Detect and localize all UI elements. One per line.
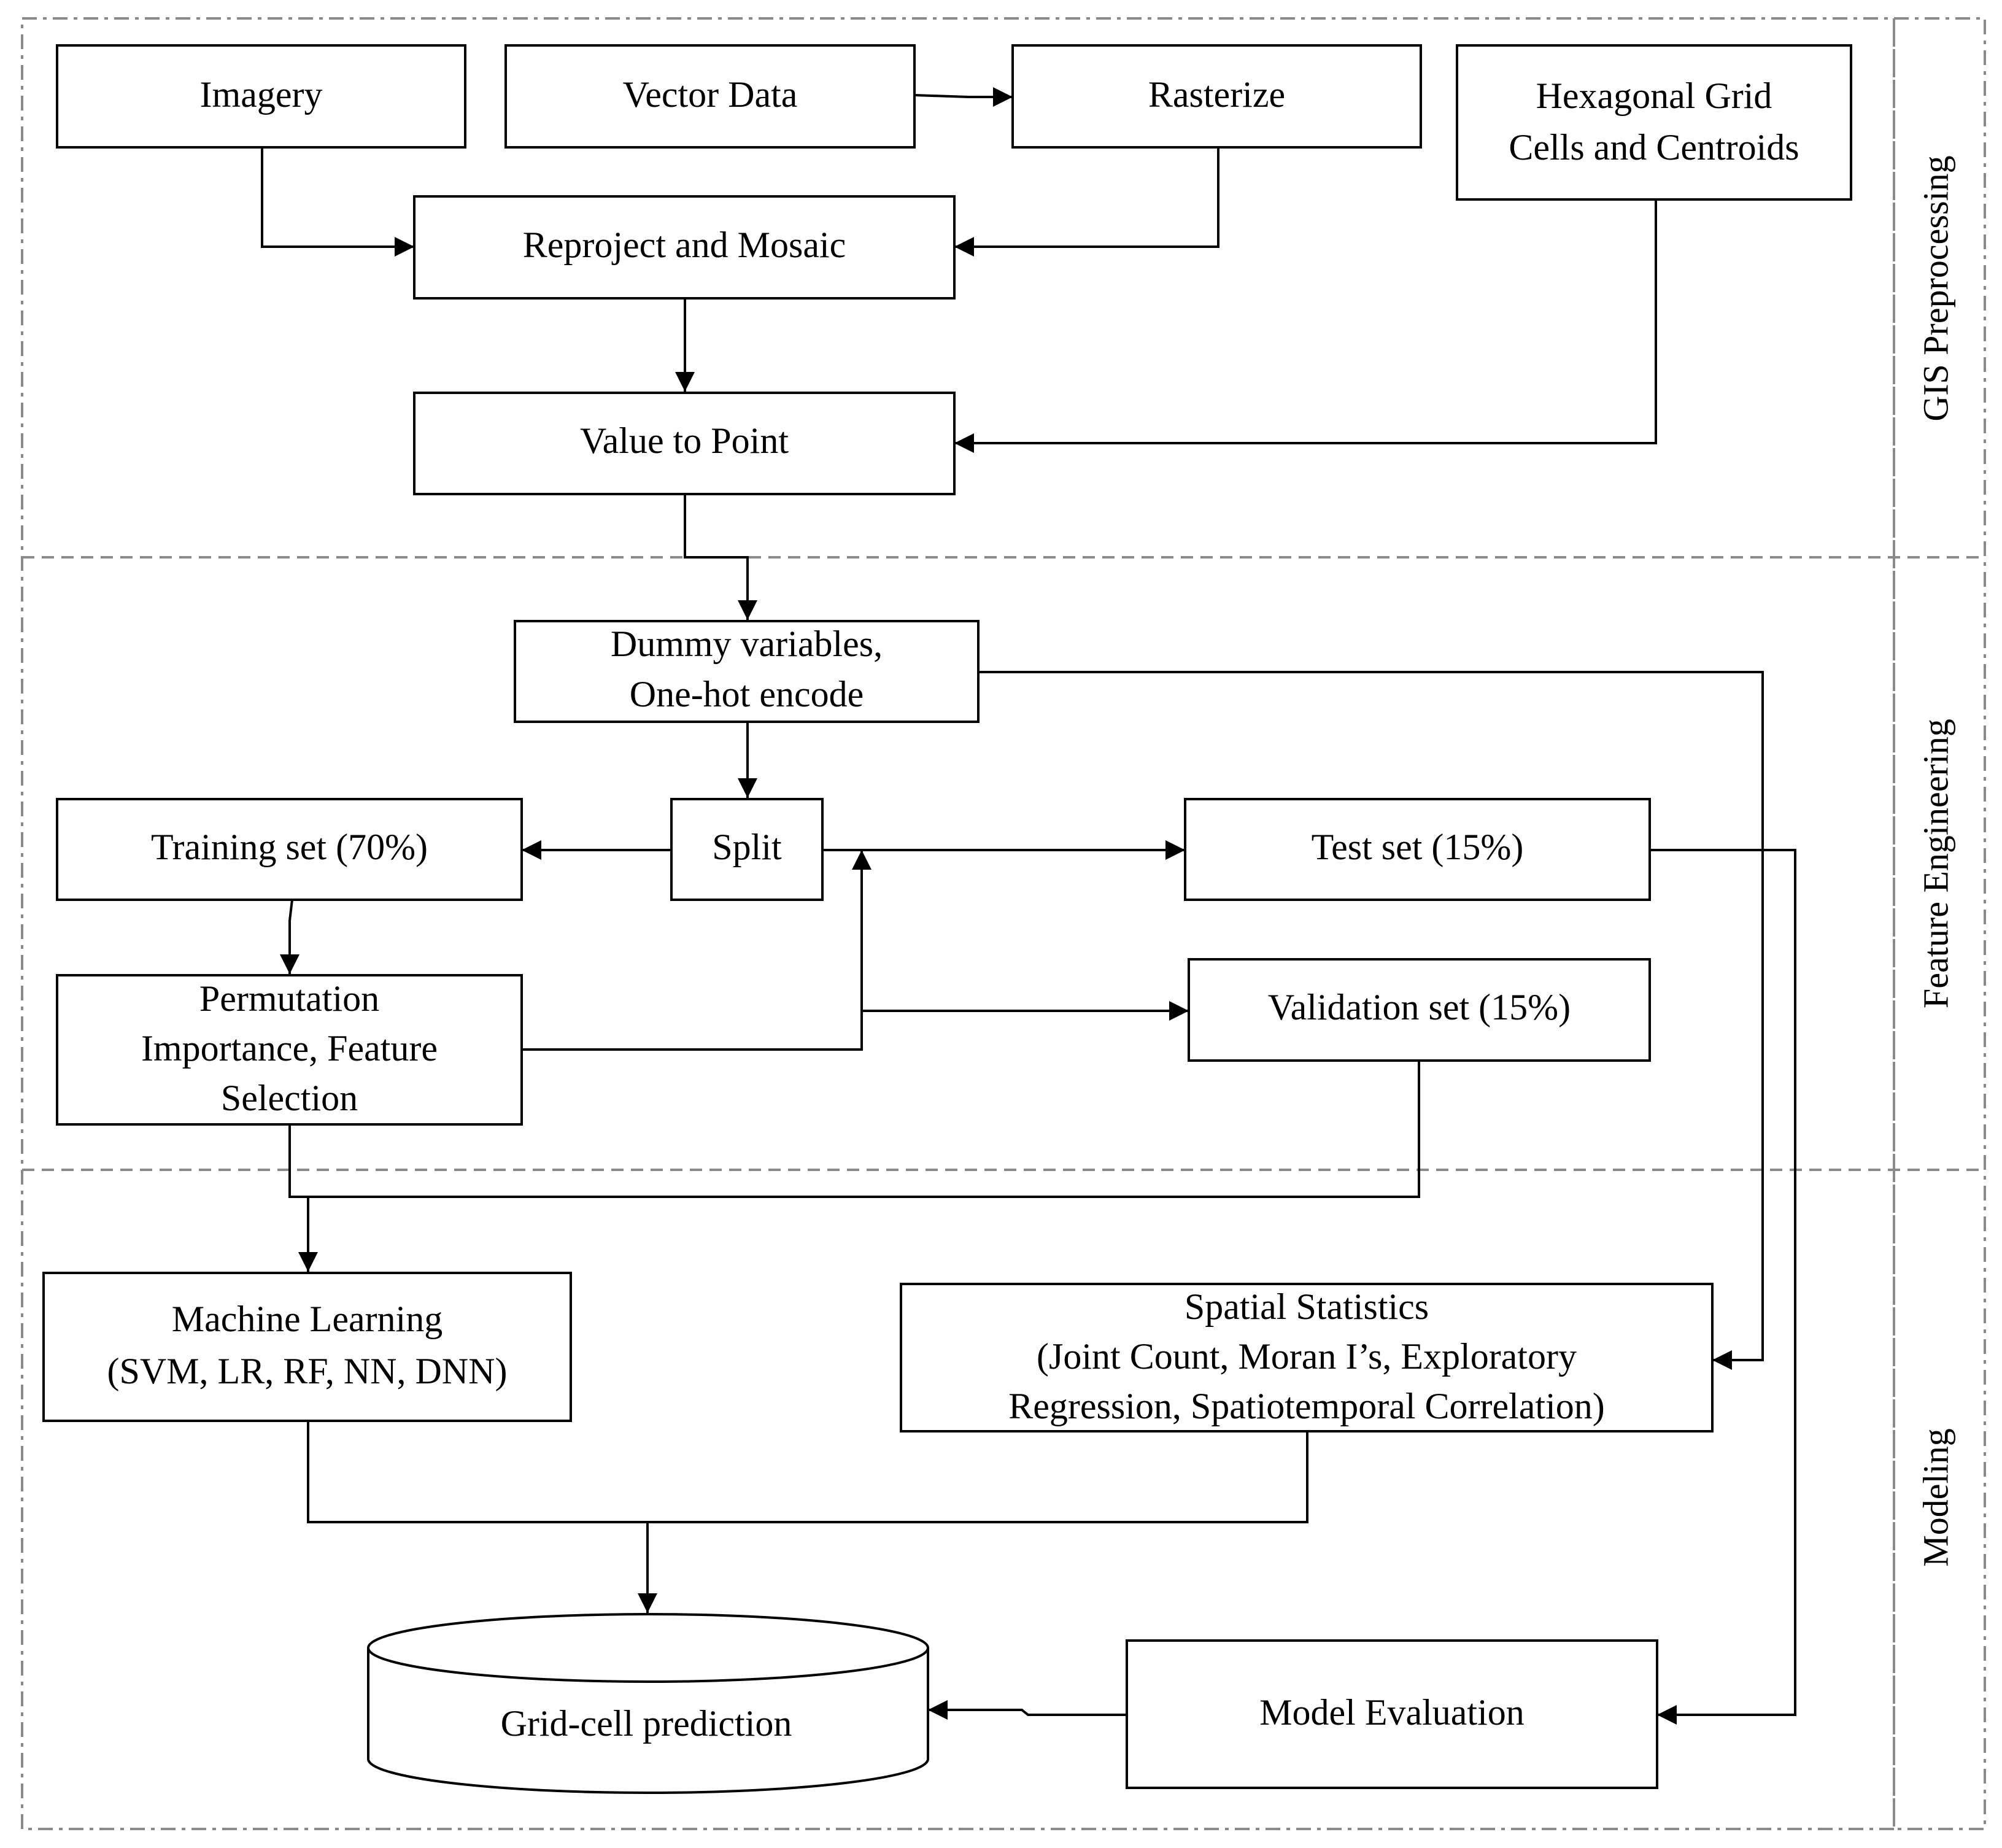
edge-training-to-permutation [280,899,300,974]
side-label-column [1893,17,1986,1830]
label-dummy-line1: Dummy variables, [611,624,883,664]
label-hexagonal-grid-line1: Hexagonal Grid [1536,75,1772,116]
label-rasterize: Rasterize [1148,74,1285,115]
edge-models-join [307,1421,1308,1523]
label-test-set: Test set (15%) [1312,827,1524,867]
label-permutation-line2: Importance, Feature [141,1028,438,1069]
label-hexagonal-grid-line2: Cells and Centroids [1509,127,1799,168]
node-value-to-point: Value to Point [413,392,956,495]
section-label-modeling: Modeling [1915,1428,1955,1567]
label-vector-data: Vector Data [623,74,798,115]
node-vector-data: Vector Data [504,44,916,149]
edge-imagery-to-reproject [261,147,414,257]
edge-hexgrid-to-value [954,199,1657,453]
edge-permutation-link [522,850,872,1051]
label-grid-cell-prediction: Grid-cell prediction [501,1703,792,1744]
section-frames [21,17,1986,1830]
label-training-set: Training set (70%) [151,827,428,867]
edge-test-to-evaluation [1650,849,1796,1725]
label-permutation-line3: Selection [221,1078,358,1118]
node-reproject-mosaic: Reproject and Mosaic [413,195,956,300]
label-model-evaluation: Model Evaluation [1259,1692,1525,1733]
label-validation-set: Validation set (15%) [1268,987,1571,1027]
label-split: Split [712,827,782,867]
node-model-evaluation: Model Evaluation [1126,1639,1658,1789]
edge-value-to-dummy [684,494,757,620]
node-spatial-statistics: Spatial Statistics (Joint Count, Moran I… [900,1283,1714,1432]
edges [261,87,1796,1725]
section-label-gis-preprocessing: GIS Preprocessing [1915,155,1955,421]
label-value-to-point: Value to Point [580,420,789,461]
label-ml-line2: (SVM, LR, RF, NN, DNN) [107,1351,508,1391]
edge-evaluation-to-prediction [928,1700,1127,1720]
edge-permutation-to-ml [288,1124,318,1272]
node-imagery: Imagery [56,44,466,149]
node-permutation-importance: Permutation Importance, Feature Selectio… [56,974,523,1126]
label-spatial-line3: Regression, Spatiotemporal Correlation) [1008,1386,1604,1426]
node-test-set: Test set (15%) [1184,798,1651,901]
node-hexagonal-grid: Hexagonal Grid Cells and Centroids [1456,44,1852,201]
label-spatial-line1: Spatial Statistics [1185,1286,1429,1327]
label-ml-line1: Machine Learning [172,1299,443,1339]
edge-vector-to-rasterize [914,87,1013,107]
section-label-feature-engineering: Feature Engineering [1915,719,1955,1008]
node-split: Split [670,798,824,901]
node-training-set: Training set (70%) [56,798,523,901]
label-imagery: Imagery [200,74,323,115]
outer-frame [21,17,1895,1830]
node-validation-set: Validation set (15%) [1188,958,1651,1062]
edge-rasterize-to-reproject [954,147,1219,257]
node-grid-cell-prediction: Grid-cell prediction [367,1613,929,1794]
node-dummy-variables: Dummy variables, One-hot encode [514,620,980,723]
edge-dummy-to-spatial [978,671,1764,1370]
label-permutation-line1: Permutation [199,978,379,1019]
node-machine-learning: Machine Learning (SVM, LR, RF, NN, DNN) [42,1272,572,1422]
label-dummy-line2: One-hot encode [630,674,864,714]
label-spatial-line2: (Joint Count, Moran I’s, Exploratory [1037,1336,1577,1377]
edge-validation-to-ml [308,1061,1420,1198]
node-rasterize: Rasterize [1011,44,1422,149]
label-reproject-mosaic: Reproject and Mosaic [523,225,846,265]
